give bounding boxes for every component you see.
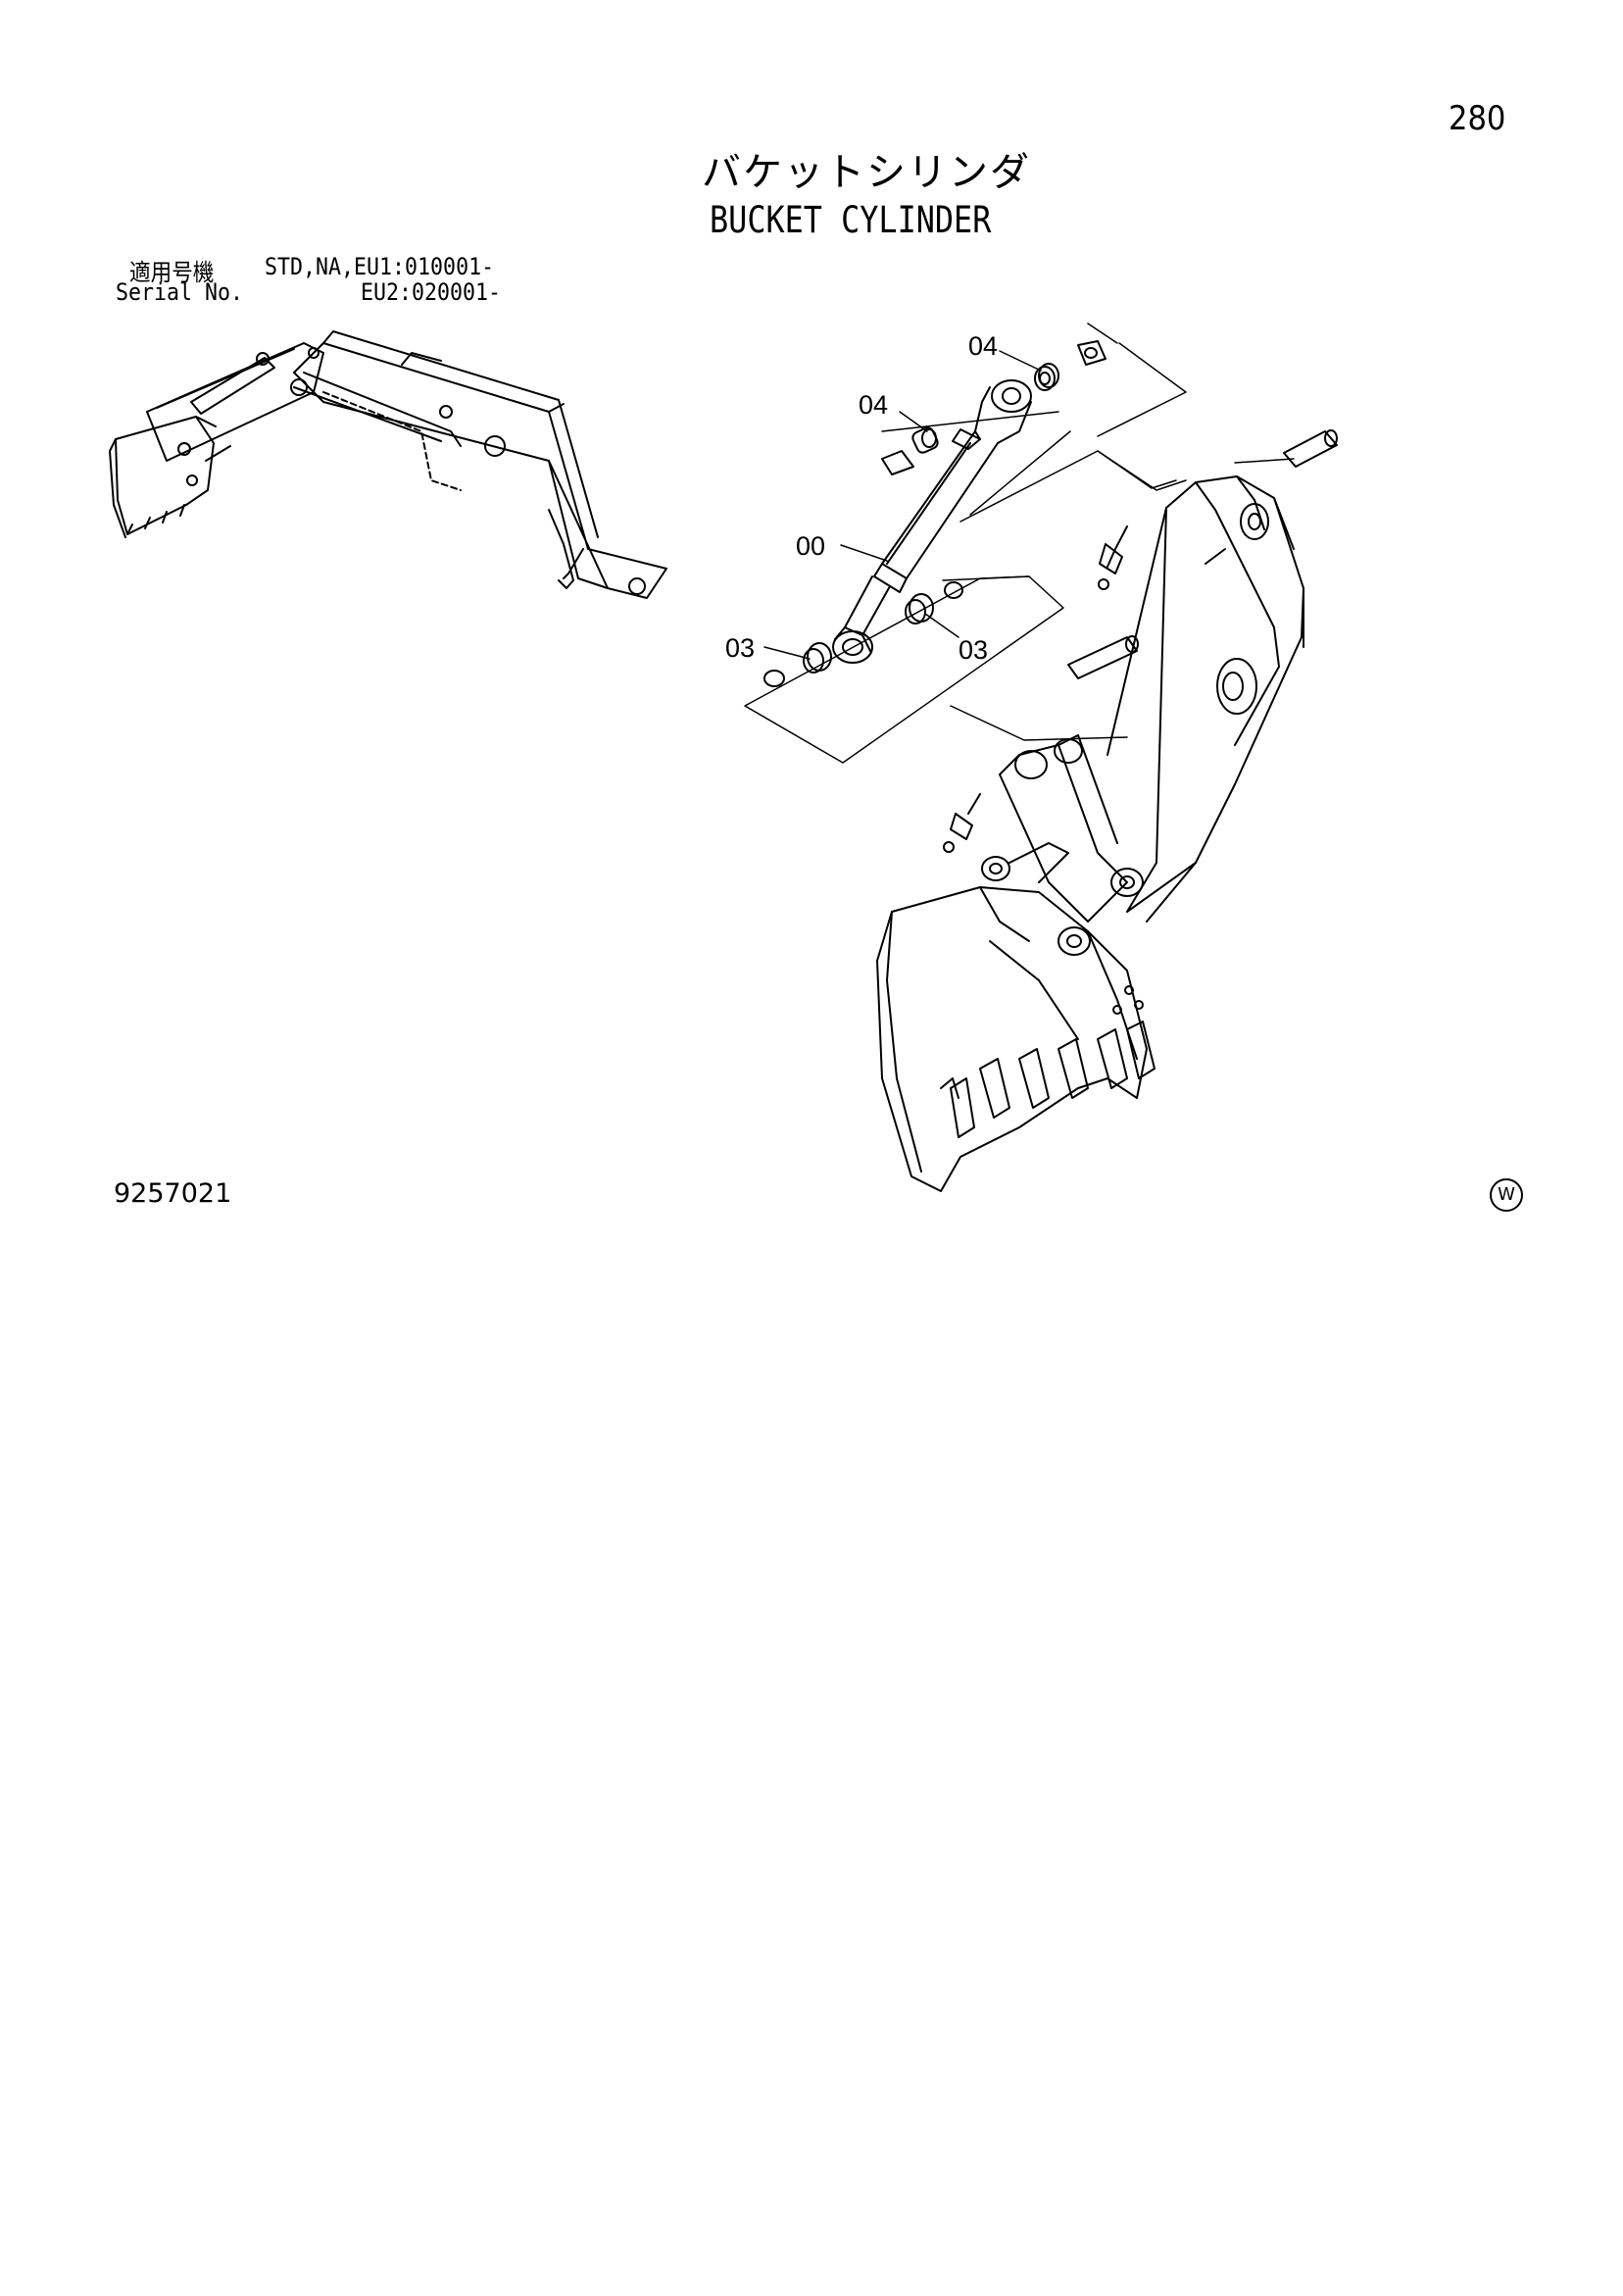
title-japanese: バケットシリンダ	[702, 150, 1031, 195]
title-english: BUCKET CYLINDER	[710, 199, 992, 241]
bucket-cylinder	[832, 379, 1032, 664]
overview-drawing	[109, 330, 667, 599]
serial-label-en: Serial No.	[116, 278, 244, 306]
document-number: 9257021	[114, 1178, 232, 1209]
arm	[1107, 475, 1304, 923]
callout-04-upper: 04	[968, 331, 998, 361]
cylinder-parts	[763, 340, 1107, 687]
serial-label-jp: 適用号機	[129, 259, 215, 286]
callout-00: 00	[796, 531, 825, 561]
callout-03-right: 03	[959, 635, 988, 665]
serial-range-2: EU2:020001-	[361, 278, 502, 306]
leader-lines	[763, 350, 1042, 660]
callout-03-left: 03	[725, 633, 755, 663]
assembly-lines	[744, 323, 1295, 764]
bucket	[876, 734, 1156, 1192]
serial-range-1: STD,NA,EU1:010001-	[265, 253, 495, 280]
callout-04-left: 04	[859, 390, 888, 420]
page-number: 280	[1449, 99, 1506, 138]
pins	[943, 429, 1338, 853]
w-mark-icon: W	[1490, 1178, 1523, 1212]
